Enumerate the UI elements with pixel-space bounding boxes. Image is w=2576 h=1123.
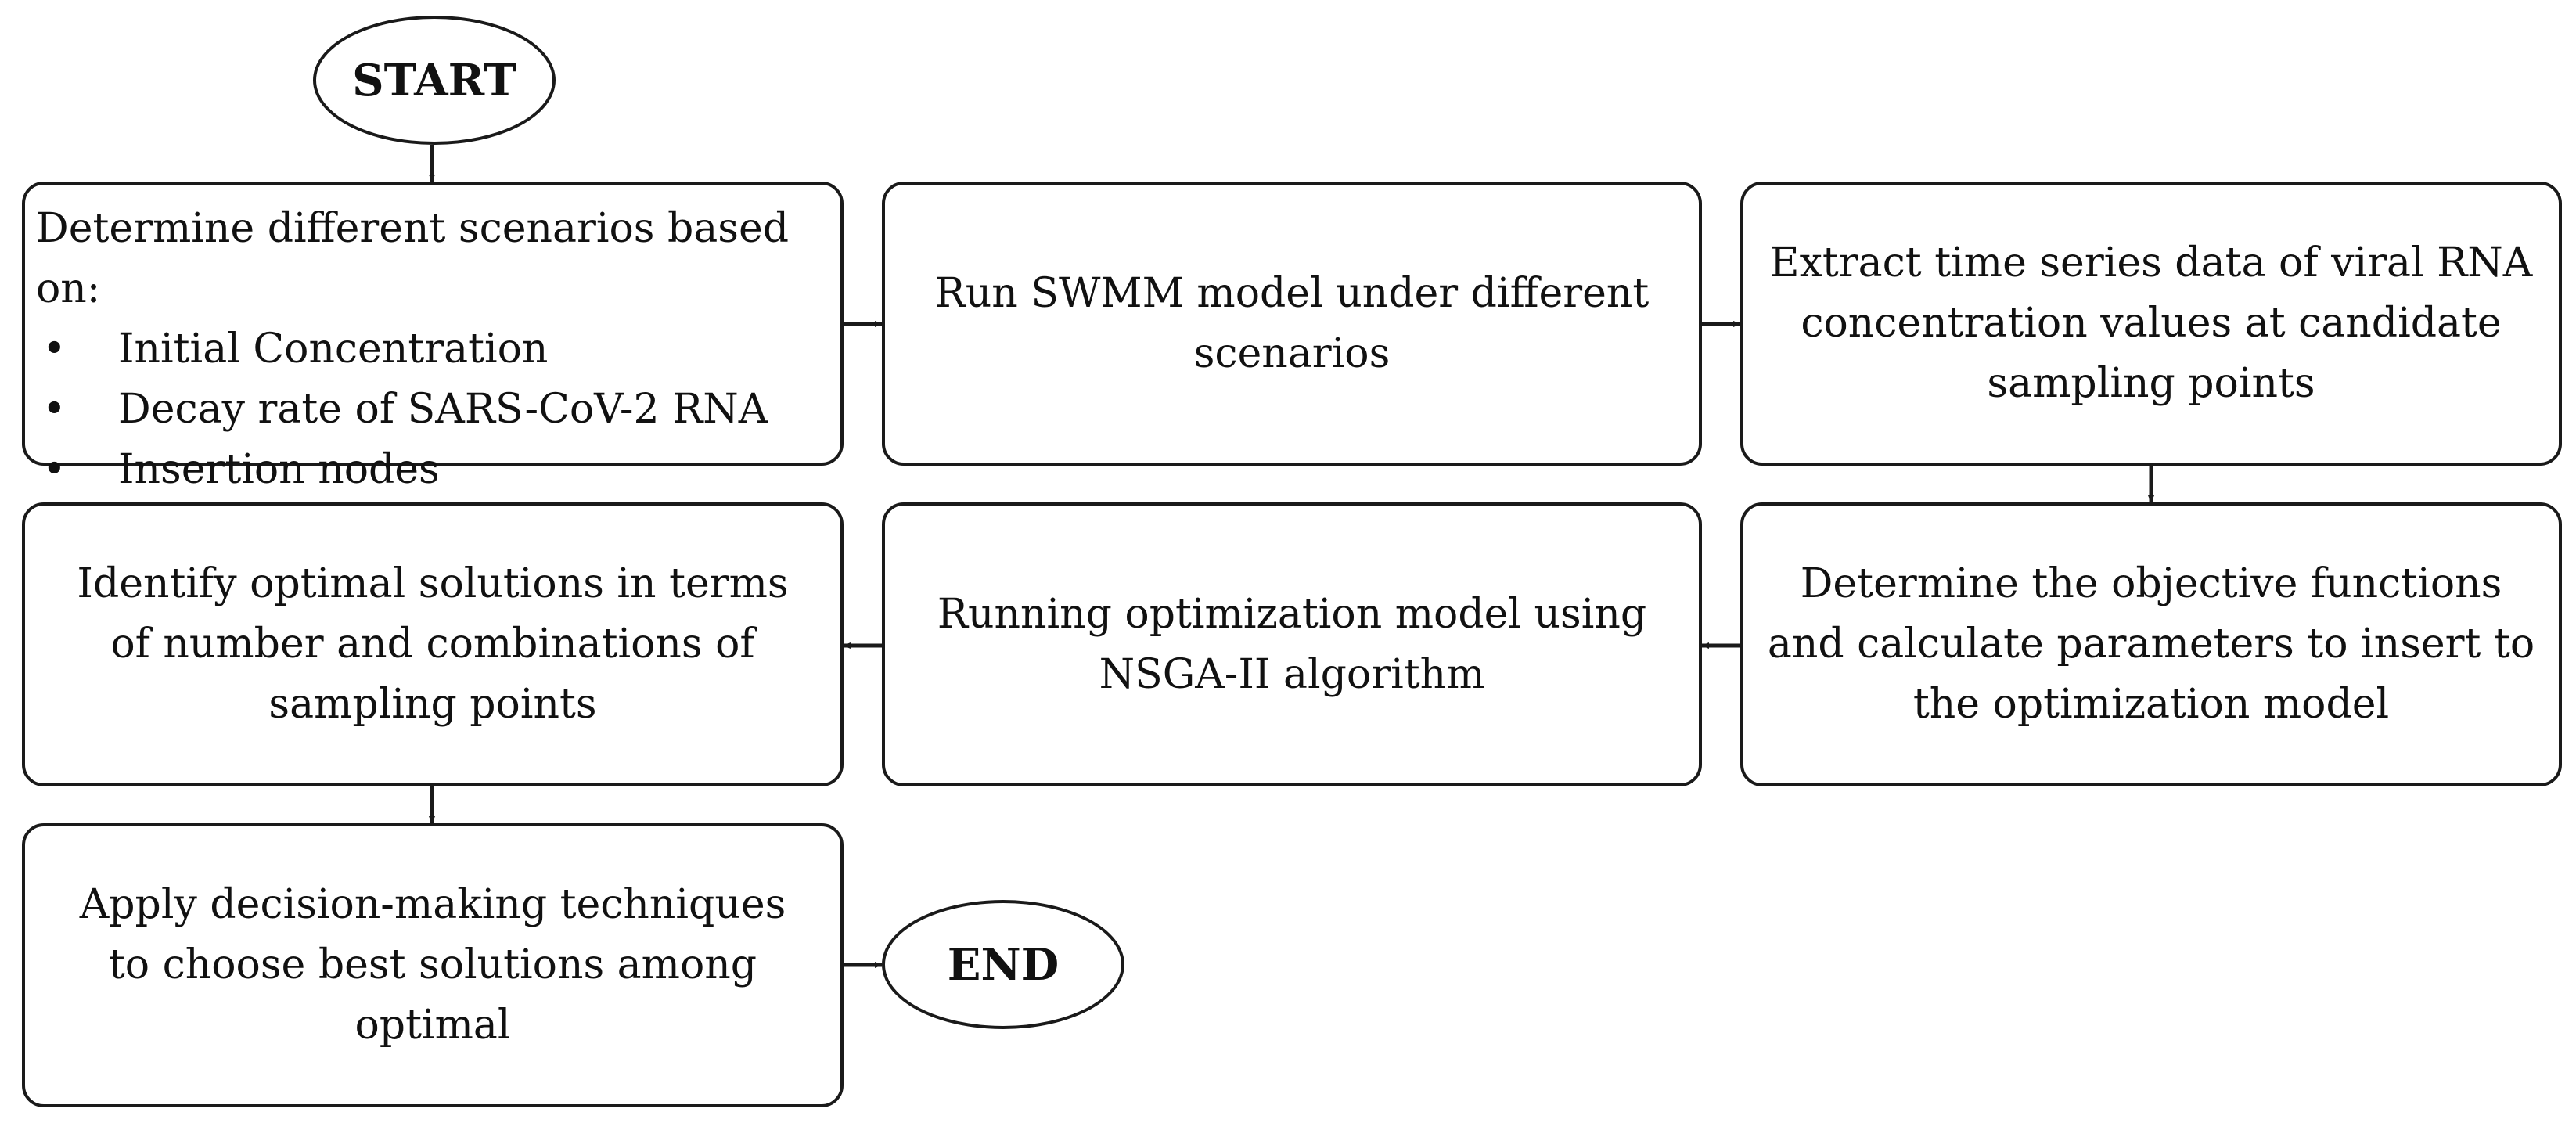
step-determine-scenarios: Determine different scenarios based on: … — [22, 182, 844, 500]
scenario-criterion: Decay rate of SARS-CoV-2 RNA — [36, 380, 829, 440]
step-determine-objectives: Determine the objective functions and ca… — [1740, 502, 2562, 786]
scenarios-content: Determine different scenarios based on: … — [36, 199, 829, 500]
start-label: START — [352, 54, 516, 106]
nsga-text: Running optimization model using NSGA-II… — [937, 590, 1647, 698]
scenario-criterion: Insertion nodes — [36, 440, 829, 500]
decision-text: Apply decision-making techniques to choo… — [79, 881, 786, 1049]
swmm-text: Run SWMM model under different scenarios — [934, 269, 1650, 377]
scenario-criterion: Initial Concentration — [36, 319, 829, 380]
step-identify-optimal: Identify optimal solutions in terms of n… — [22, 502, 844, 786]
identify-text: Identify optimal solutions in terms of n… — [77, 560, 789, 728]
step-decision-making: Apply decision-making techniques to choo… — [22, 823, 844, 1107]
scenario-criteria-list: Initial Concentration Decay rate of SARS… — [36, 319, 829, 500]
step-extract-time-series: Extract time series data of viral RNA co… — [1740, 182, 2562, 466]
extract-text: Extract time series data of viral RNA co… — [1769, 239, 2533, 407]
end-label: END — [947, 938, 1060, 991]
step-run-nsga: Running optimization model using NSGA-II… — [882, 502, 1702, 786]
step-run-swmm: Run SWMM model under different scenarios — [882, 182, 1702, 466]
scenarios-heading: Determine different scenarios based on: — [36, 205, 790, 312]
start-terminal: START — [313, 16, 556, 145]
end-terminal: END — [882, 900, 1124, 1029]
objective-text: Determine the objective functions and ca… — [1767, 560, 2535, 728]
